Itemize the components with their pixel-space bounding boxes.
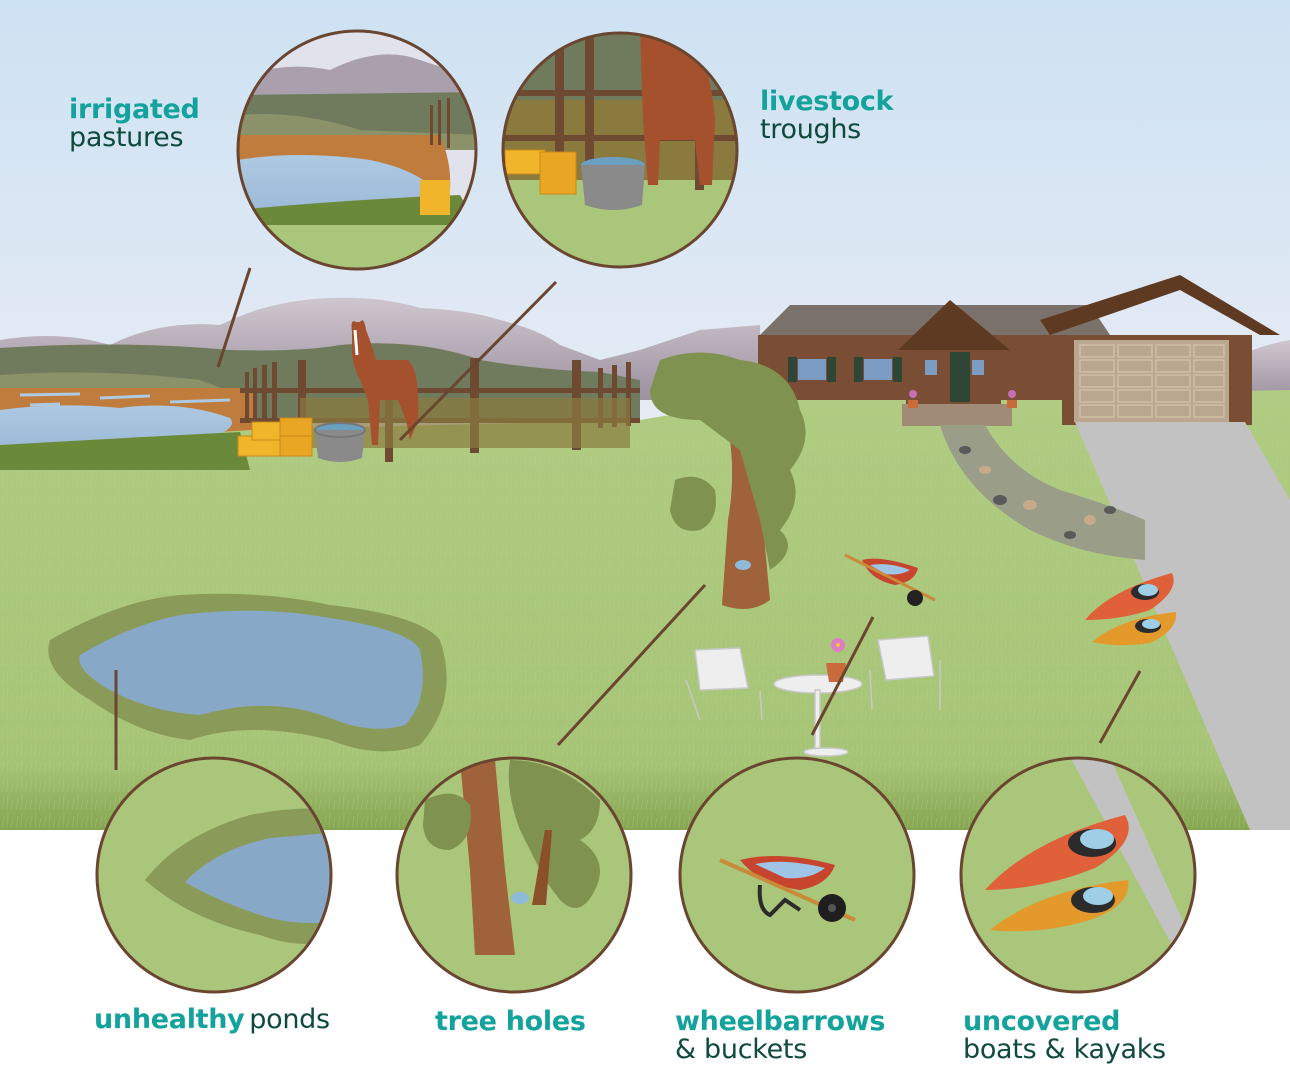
label-livestock-troughs: livestock troughs <box>760 86 894 145</box>
label-regular: & buckets <box>675 1033 807 1065</box>
pond <box>48 593 447 752</box>
callout-livestock-troughs <box>501 31 739 269</box>
label-bold: irrigated <box>69 94 200 125</box>
label-uncovered-boats: uncovered boats & kayaks <box>963 1008 1166 1063</box>
horse <box>351 320 419 445</box>
label-bold: uncovered <box>963 1006 1121 1037</box>
tree <box>650 352 806 609</box>
label-regular: ponds <box>249 1004 330 1035</box>
label-wheelbarrows-buckets: wheelbarrows & buckets <box>675 1008 885 1063</box>
label-regular: pastures <box>69 121 184 153</box>
stone-path <box>940 425 1145 560</box>
label-bold: tree holes <box>435 1006 586 1037</box>
label-bold: wheelbarrows <box>675 1006 886 1037</box>
label-unhealthy-ponds: unhealthy ponds <box>94 1006 330 1034</box>
kayaks <box>1085 573 1177 646</box>
label-bold: livestock <box>760 86 894 117</box>
wheelbarrow <box>844 553 936 606</box>
water-trough <box>314 422 366 462</box>
label-tree-holes: tree holes <box>435 1008 586 1036</box>
house <box>758 275 1280 426</box>
label-regular: troughs <box>760 113 861 145</box>
hay-bales <box>237 417 313 457</box>
label-irrigated-pastures: irrigated pastures <box>69 96 200 151</box>
label-regular: boats & kayaks <box>963 1033 1166 1065</box>
callout-unhealthy-ponds <box>95 756 333 994</box>
label-bold: unhealthy <box>94 1004 245 1035</box>
irrigated-field <box>0 388 257 470</box>
callout-boats <box>959 756 1197 994</box>
leader-lines <box>114 267 1142 770</box>
callout-tree-holes <box>395 756 633 994</box>
callout-wheelbarrows <box>678 756 916 994</box>
